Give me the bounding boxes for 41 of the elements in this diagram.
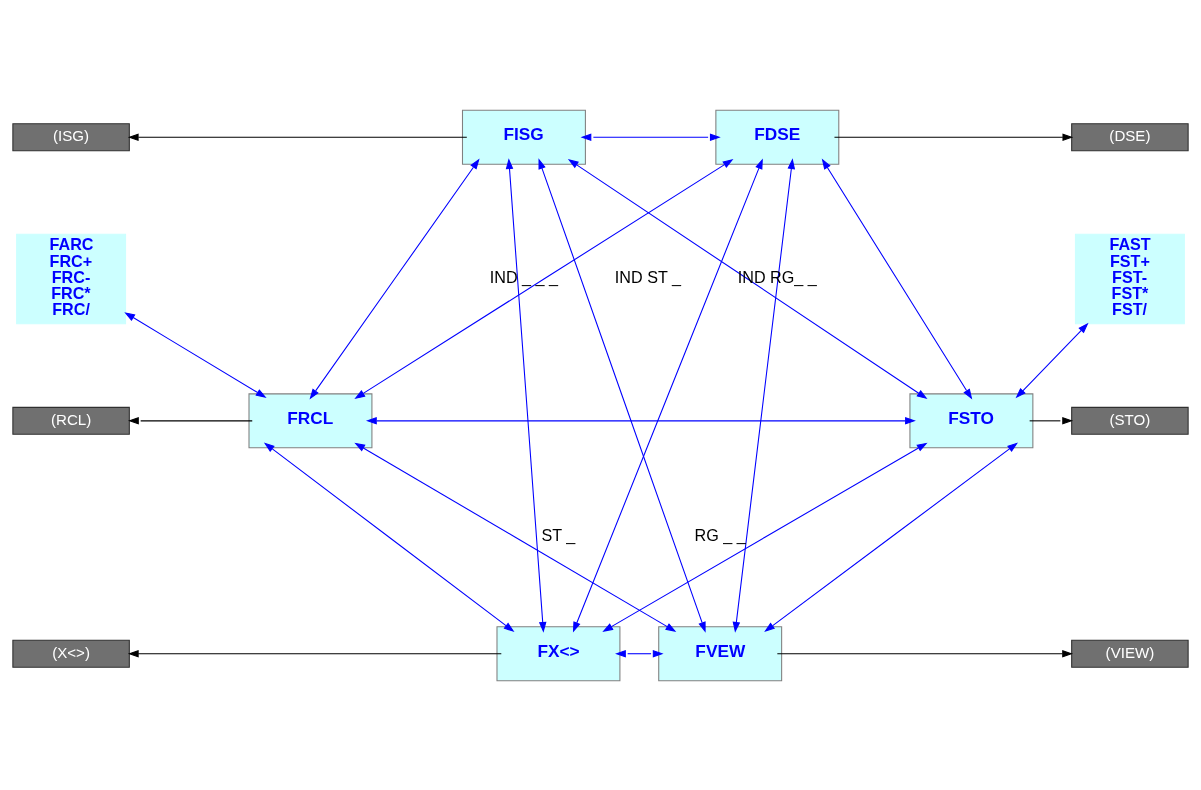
arrow (505, 157, 547, 633)
arrow (354, 442, 677, 632)
node-box: (VIEW) (1071, 639, 1189, 668)
node-box: (ISG) (12, 122, 130, 151)
node-box: FARC FRC+ FRC- FRC* FRC/ (16, 233, 127, 324)
arrow (127, 133, 468, 141)
arrow (127, 649, 502, 657)
arrow (538, 157, 706, 633)
arrow (615, 649, 664, 657)
node-box: (DSE) (1071, 122, 1189, 151)
arrow (732, 157, 796, 633)
arrow (572, 157, 763, 633)
node-box: (X<>) (12, 639, 130, 668)
arrow (833, 133, 1074, 141)
node-box: FDSE (715, 109, 840, 165)
arrow (1029, 416, 1074, 425)
label: IND ST _ (614, 267, 682, 286)
arrow (354, 158, 734, 399)
node-box: FVEW (658, 625, 783, 681)
node-box: FX<> (496, 625, 621, 681)
node-box: FISG (461, 109, 586, 165)
arrow (1015, 322, 1089, 398)
node-box: (STO) (1071, 406, 1189, 435)
node-box: FRCL (248, 392, 373, 448)
node-box: FAST FST+ FST- FST* FST/ (1074, 233, 1185, 324)
node-box: (RCL) (12, 406, 130, 435)
arrow (567, 158, 928, 399)
arrow (764, 442, 1018, 632)
arrow (124, 311, 267, 398)
arrow (821, 158, 973, 400)
arrow (128, 416, 253, 425)
arrow (776, 649, 1073, 657)
arrow (263, 442, 515, 632)
arrow (365, 416, 916, 425)
arrow (602, 442, 928, 632)
label: ST _ (541, 525, 576, 544)
node-box: FSTO (909, 392, 1034, 448)
label: IND _ _ _ (489, 267, 559, 286)
label: RG _ _ (694, 525, 746, 544)
arrow (580, 133, 721, 141)
arrow (309, 158, 480, 400)
